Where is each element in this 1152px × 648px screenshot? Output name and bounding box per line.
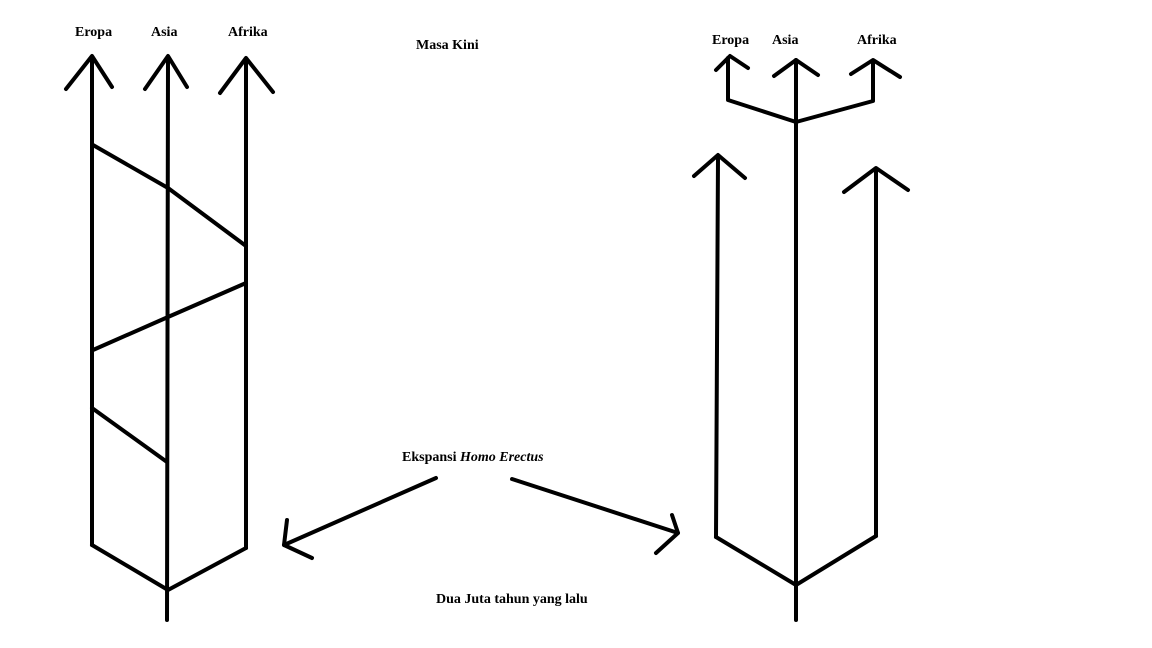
- left-gene-flow-2: [91, 281, 248, 352]
- right-arrowhead-afrika: [849, 58, 902, 79]
- right-model: [692, 54, 910, 622]
- left-arrowhead-eropa: [64, 54, 114, 91]
- expansion-arrow-left: [282, 476, 438, 547]
- left-lineage-asia: [165, 56, 170, 622]
- left-origin-fork: [90, 543, 248, 592]
- right-recent-branches: [726, 56, 875, 124]
- expansion-label-prefix: Ekspansi: [402, 450, 460, 465]
- right-region-label-eropa: Eropa: [712, 33, 750, 48]
- present-label: Masa Kini: [416, 38, 479, 53]
- expansion-label: Ekspansi Homo Erectus: [402, 451, 544, 465]
- expansion-pointers: [282, 476, 680, 560]
- left-gene-flow-3: [90, 406, 169, 464]
- left-region-label-asia: Asia: [151, 25, 178, 40]
- right-region-label-afrika: Afrika: [857, 33, 897, 48]
- right-arrowhead-afrika-old: [842, 166, 910, 194]
- left-region-label-eropa: Eropa: [75, 25, 113, 40]
- expansion-arrowhead-right: [654, 513, 680, 555]
- left-region-label-afrika: Afrika: [228, 25, 268, 40]
- right-origin-fork: [714, 534, 878, 587]
- left-arrowhead-afrika: [218, 56, 275, 95]
- right-arrowhead-eropa: [714, 54, 750, 72]
- left-gene-flow-1: [91, 143, 248, 248]
- past-label: Dua Juta tahun yang lalu: [436, 592, 588, 607]
- expansion-label-species: Homo Erectus: [459, 450, 544, 465]
- left-arrowhead-asia: [143, 54, 189, 91]
- expansion-arrowhead-left: [282, 518, 314, 560]
- left-model: [64, 54, 275, 622]
- right-region-label-asia: Asia: [772, 33, 799, 48]
- right-arrowhead-asia: [772, 58, 820, 78]
- right-arrowhead-eropa-old: [692, 153, 747, 180]
- right-lineage-eropa-old: [714, 155, 720, 539]
- expansion-arrow-right: [510, 477, 680, 535]
